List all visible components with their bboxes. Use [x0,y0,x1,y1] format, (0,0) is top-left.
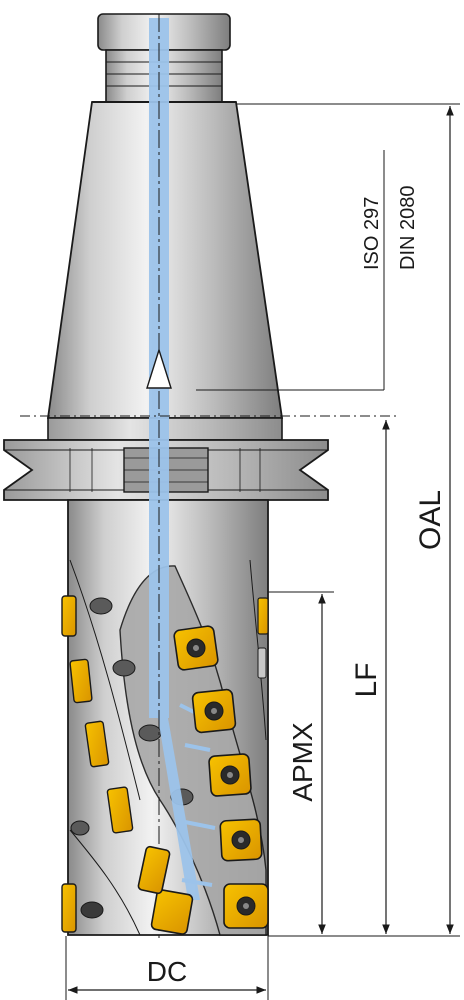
oal-label: OAL [414,490,447,550]
coolant-holes [70,597,194,919]
standard-iso-label: ISO 297 [361,197,383,270]
insert [208,753,252,797]
apmx-label: APMX [287,722,318,802]
dc-label: DC [147,956,187,987]
cutting-inserts-front [137,625,269,935]
standard-din-label: DIN 2080 [397,186,419,271]
insert [173,625,219,671]
insert [223,883,269,929]
hollow-triangle-arrow-icon [146,347,172,389]
lf-label: LF [350,662,383,697]
insert [137,845,171,895]
cutting-inserts-side [61,595,269,933]
insert [150,889,194,935]
insert [219,818,263,862]
insert [191,688,237,734]
dimension-lines [20,103,460,1000]
